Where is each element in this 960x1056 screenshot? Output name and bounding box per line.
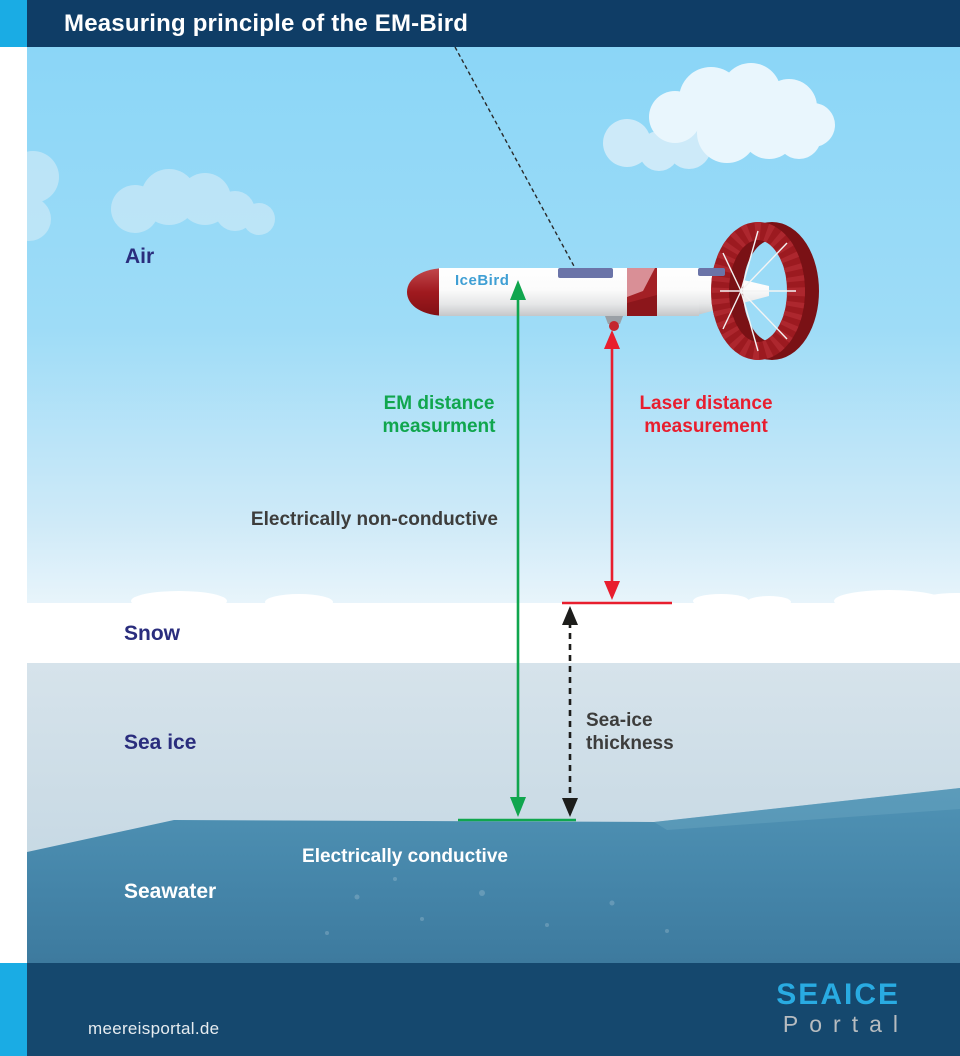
sea-ice-thickness-label: Sea-ice thickness	[586, 710, 674, 755]
cloud-icon-left	[27, 151, 275, 241]
layer-label-snow: Snow	[124, 622, 180, 645]
logo-line-seaice: SEAICE	[776, 978, 900, 1011]
seawater-layer	[27, 788, 960, 963]
em-measurement-label: EM distance measurment	[382, 393, 496, 438]
water-bubbles	[325, 877, 669, 935]
sea-ice-thickness-arrow	[562, 606, 578, 817]
page-title: Measuring principle of the EM-Bird	[64, 9, 469, 37]
diagram-scene: IceBird Air Snow Sea ice Seawater EM dis…	[27, 47, 960, 963]
top-panel-icon	[558, 268, 613, 278]
device-name-label: IceBird	[455, 272, 510, 289]
corner-accent-top	[0, 0, 27, 47]
title-bar: Measuring principle of the EM-Bird	[27, 0, 960, 47]
em-distance-arrow	[510, 280, 526, 817]
seaice-portal-logo: SEAICE Portal	[776, 979, 898, 1037]
logo-line-portal: Portal	[782, 1010, 909, 1037]
layer-label-air: Air	[125, 245, 155, 268]
layer-label-seawater: Seawater	[124, 880, 217, 903]
tail-spokes	[720, 230, 796, 352]
laser-sensor-icon	[605, 316, 623, 331]
layer-label-sea-ice: Sea ice	[124, 731, 197, 754]
red-band	[627, 268, 657, 316]
cloud-icon-large	[649, 63, 835, 163]
corner-accent-bottom	[0, 963, 27, 1056]
conductive-label: Electrically conductive	[302, 846, 508, 867]
laser-measurement-label: Laser distance measurement	[639, 393, 773, 438]
laser-distance-arrow	[604, 330, 620, 600]
em-bird-device	[407, 222, 819, 360]
footer-bar: meereisportal.de SEAICE Portal	[27, 963, 960, 1056]
diagram-graphics	[27, 47, 960, 963]
top-panel-icon	[698, 268, 725, 276]
nose-cap	[407, 268, 447, 316]
website-url: meereisportal.de	[88, 1019, 220, 1038]
non-conductive-label: Electrically non-conductive	[250, 509, 498, 530]
left-gutter	[0, 47, 27, 963]
